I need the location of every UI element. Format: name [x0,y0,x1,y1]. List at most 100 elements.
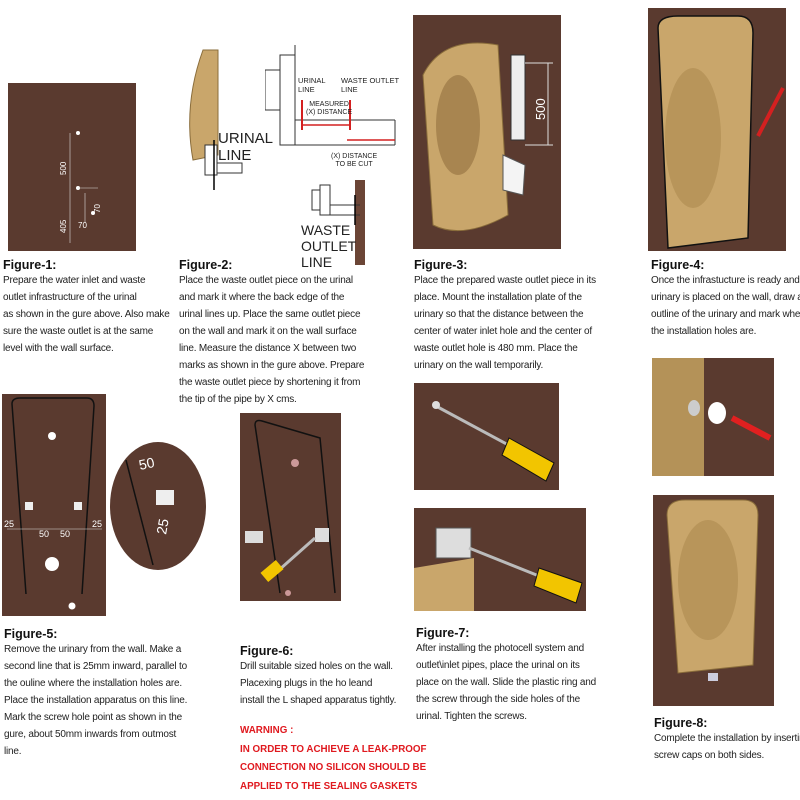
dim-50-left: 50 [39,529,49,539]
warning-line: APPLIED TO THE SEALING GASKETS [240,780,418,792]
dim-500-fig3: 500 [533,98,548,120]
caption-line: outlet infrastructure of the urinal [3,292,137,303]
caption-line: the screw through the side holes of the [416,694,580,705]
distance-to-cut-label: (X) DISTANCE TO BE CUT [331,153,377,169]
warning-block: WARNING : IN ORDER TO ACHIEVE A LEAK-PRO… [240,722,427,796]
figure-1-caption: Figure-1: Prepare the water inlet and wa… [3,258,170,357]
dim-70-h: 70 [78,221,87,230]
dim-25-left: 25 [4,519,14,529]
figure-3-caption: Figure-3: Place the prepared waste outle… [414,258,596,374]
to-cut-1: (X) DISTANCE [331,153,378,160]
waste-outlet-line-1: WASTE OUTLET [341,76,400,85]
caption-line: Mark the screw hole point as shown in th… [4,712,183,723]
caption-line: center of water inlet hole and the cente… [414,326,592,337]
caption-line: level with the wall surface. [3,343,114,354]
warning-heading: WARNING : [240,725,294,736]
figure-5-title: Figure-5: [4,627,58,641]
figure-1-title: Figure-1: [3,258,57,272]
caption-line: Complete the installation by inserting [654,733,800,744]
caption-line: place on the wall. Slide the plastic rin… [416,677,597,688]
figure-3-mounting-image: 500 [413,15,561,249]
caption-line: Prepare the water inlet and waste [3,275,146,286]
caption-line: screw caps on both sides. [654,750,765,761]
caption-line: install the L shaped apparatus tightly. [240,695,397,706]
caption-line: marks as shown in the gure above. Prepar… [179,360,365,371]
urinal-line-2: LINE [298,85,315,94]
figure-6-drilling-image [240,413,341,601]
dim-500: 500 [59,161,68,175]
dim-50-detail: 50 [137,454,156,473]
caption-line: Place the prepared waste outlet piece in… [414,275,596,286]
caption-line: Place the waste outlet piece on the urin… [179,275,353,286]
caption-line: line. [4,746,22,757]
figure-5-caption: Figure-5: Remove the urinary from the wa… [4,627,187,760]
measured-distance-label: MEASURED (X) DISTANCE [306,101,352,117]
caption-line: the tip of the pipe by X cms. [179,394,297,405]
waste-outlet-big-label: WASTE OUTLET LINE [301,222,356,270]
caption-line: urinary is placed on the wall, draw an [651,292,800,303]
waste-outlet-line-label: WASTE OUTLET LINE [341,76,399,94]
caption-line: the ouline where the installation holes … [4,678,182,689]
caption-line: on the wall and mark it on the wall surf… [179,326,357,337]
figure-4-title: Figure-4: [651,258,705,272]
figure-2-waste-outlet-diagram [311,180,365,265]
caption-line: Place the installation apparatus on this… [4,695,188,706]
dim-405: 405 [59,219,68,233]
figure-8-finished-urinal-image [653,495,774,706]
waste-outlet-big-3: LINE [301,254,333,270]
figure-2-urinal-side-view [189,49,243,190]
figure-6-title: Figure-6: [240,644,294,658]
caption-line: sure the waste outlet is at the same [3,326,154,337]
figure-8-title: Figure-8: [654,716,708,730]
figure-2-caption: Figure-2: Place the waste outlet piece o… [179,258,364,408]
caption-line: Once the infrastucture is ready and the [651,275,800,286]
dim-25-right: 25 [92,519,102,529]
caption-line: Remove the urinary from the wall. Make a [4,644,182,655]
caption-line: waste outlet hole is 480 mm. Place the [414,343,578,354]
figure-3-title: Figure-3: [414,258,468,272]
dim-70-v: 70 [93,204,102,213]
figure-7-install-image [414,508,586,611]
caption-line: place. Mount the installation plate of t… [414,292,582,303]
figure-8-caption: Figure-8: Complete the installation by i… [654,717,800,764]
caption-line: urinal lines up. Place the same outlet p… [179,309,361,320]
figure-6-caption: Figure-6: Drill suitable sized holes on … [240,645,427,796]
caption-line: Placexing plugs in the ho leand [240,678,373,689]
caption-line: the installation holes are. [651,326,757,337]
measured-2: (X) DISTANCE [306,109,353,116]
caption-line: the waste outlet piece by shortening it … [179,377,361,388]
figure-2-distance-diagram [265,45,396,146]
caption-line: Drill suitable sized holes on the wall. [240,661,393,672]
caption-line: urinal. Tighten the screws. [416,711,527,722]
to-cut-2: TO BE CUT [335,161,373,168]
warning-line: IN ORDER TO ACHIEVE A LEAK-PROOF [240,743,427,755]
urinal-line-big-1: URINAL [218,130,274,147]
figure-1-wall-diagram: 500 405 70 70 [8,83,136,251]
screw-cap-detail-image [652,358,774,476]
urinal-line-1: URINAL [298,76,326,85]
measured-1: MEASURED [309,101,349,108]
caption-line: second line that is 25mm inward, paralle… [4,661,187,672]
caption-line: After installing the photocell system an… [416,643,585,654]
dim-50-right: 50 [60,529,70,539]
caption-line: as shown in the gure above. Also make [3,309,170,320]
caption-line: and mark it where the back edge of the [179,292,345,303]
caption-line: gure, about 50mm inwards from outmost [4,729,177,740]
caption-line: urinary on the wall temporarily. [414,360,544,371]
waste-outlet-line-2: LINE [341,85,358,94]
caption-line: line. Measure the distance X between two [179,343,357,354]
waste-outlet-big-1: WASTE [301,222,351,238]
figure-7-caption: Figure-7: After installing the photocell… [416,626,596,725]
figure-7-title: Figure-7: [416,626,470,640]
urinal-line-big-label: URINAL LINE [218,130,273,164]
urinal-line-big-2: LINE [218,147,252,164]
figure-5-wall-outline-diagram: 25 50 50 25 [2,394,106,616]
figure-2-title: Figure-2: [179,258,233,272]
figure-4-urinal-outline-image [648,8,786,251]
caption-line: outline of the urinary and mark where [651,309,800,320]
figure-4-caption: Figure-4: Once the infrastucture is read… [651,258,800,340]
warning-line: CONNECTION NO SILICON SHOULD BE [240,762,427,773]
urinal-line-label: URINAL LINE [298,76,326,94]
figure-5-detail-circle: 50 25 [110,442,206,570]
caption-line: urinary so that the distance between the [414,309,584,320]
